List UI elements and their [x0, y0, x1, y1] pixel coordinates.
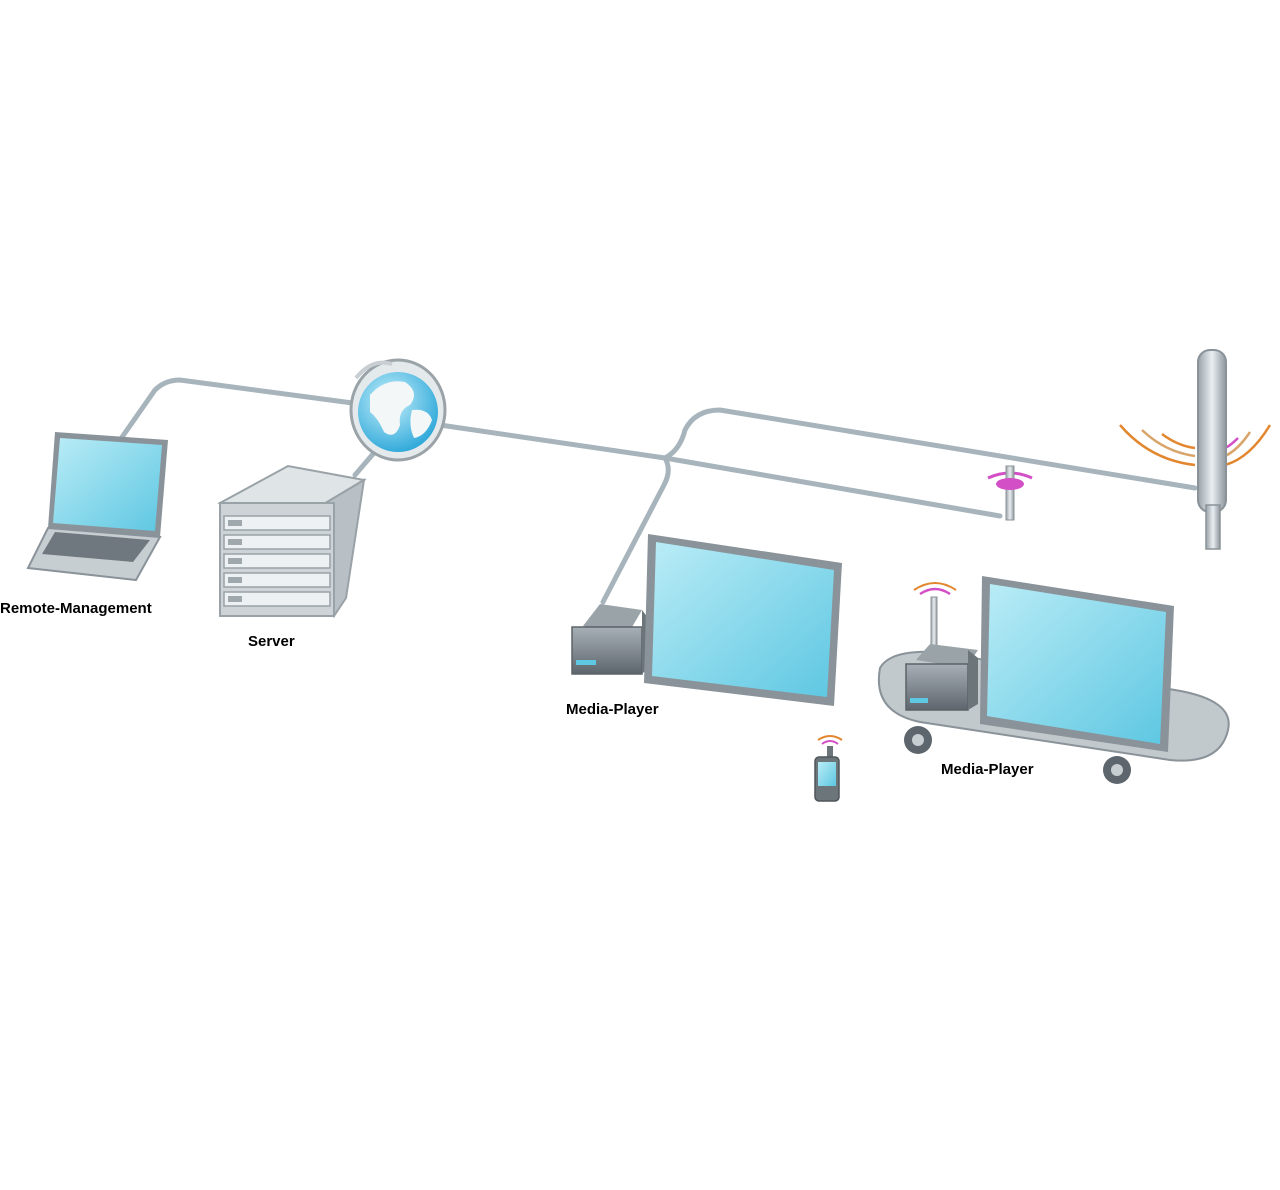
smartphone-icon [814, 735, 843, 802]
antenna-tower-icon [1119, 349, 1272, 550]
media-box-icon [571, 604, 648, 675]
label-media-player-1: Media-Player [566, 701, 659, 718]
small-antenna-icon [987, 465, 1033, 521]
label-media-player-2: Media-Player [941, 761, 1034, 778]
monitor-icon [644, 534, 842, 706]
globe-icon [349, 358, 447, 462]
cable-laptop-globe [117, 377, 363, 443]
server-rack-icon [217, 464, 367, 619]
laptop-icon [26, 432, 168, 582]
cart-media-box-icon [905, 644, 978, 711]
label-server: Server [248, 633, 295, 650]
cable-junction-tower [662, 407, 1198, 491]
network-cables [117, 377, 1198, 605]
cable-globe-junction [437, 422, 668, 461]
cable-junction-small-antenna [662, 455, 1003, 519]
cart-wifi-antenna-icon [913, 582, 957, 656]
cart-monitor-icon [980, 576, 1174, 752]
label-remote-management: Remote-Management [0, 600, 152, 617]
